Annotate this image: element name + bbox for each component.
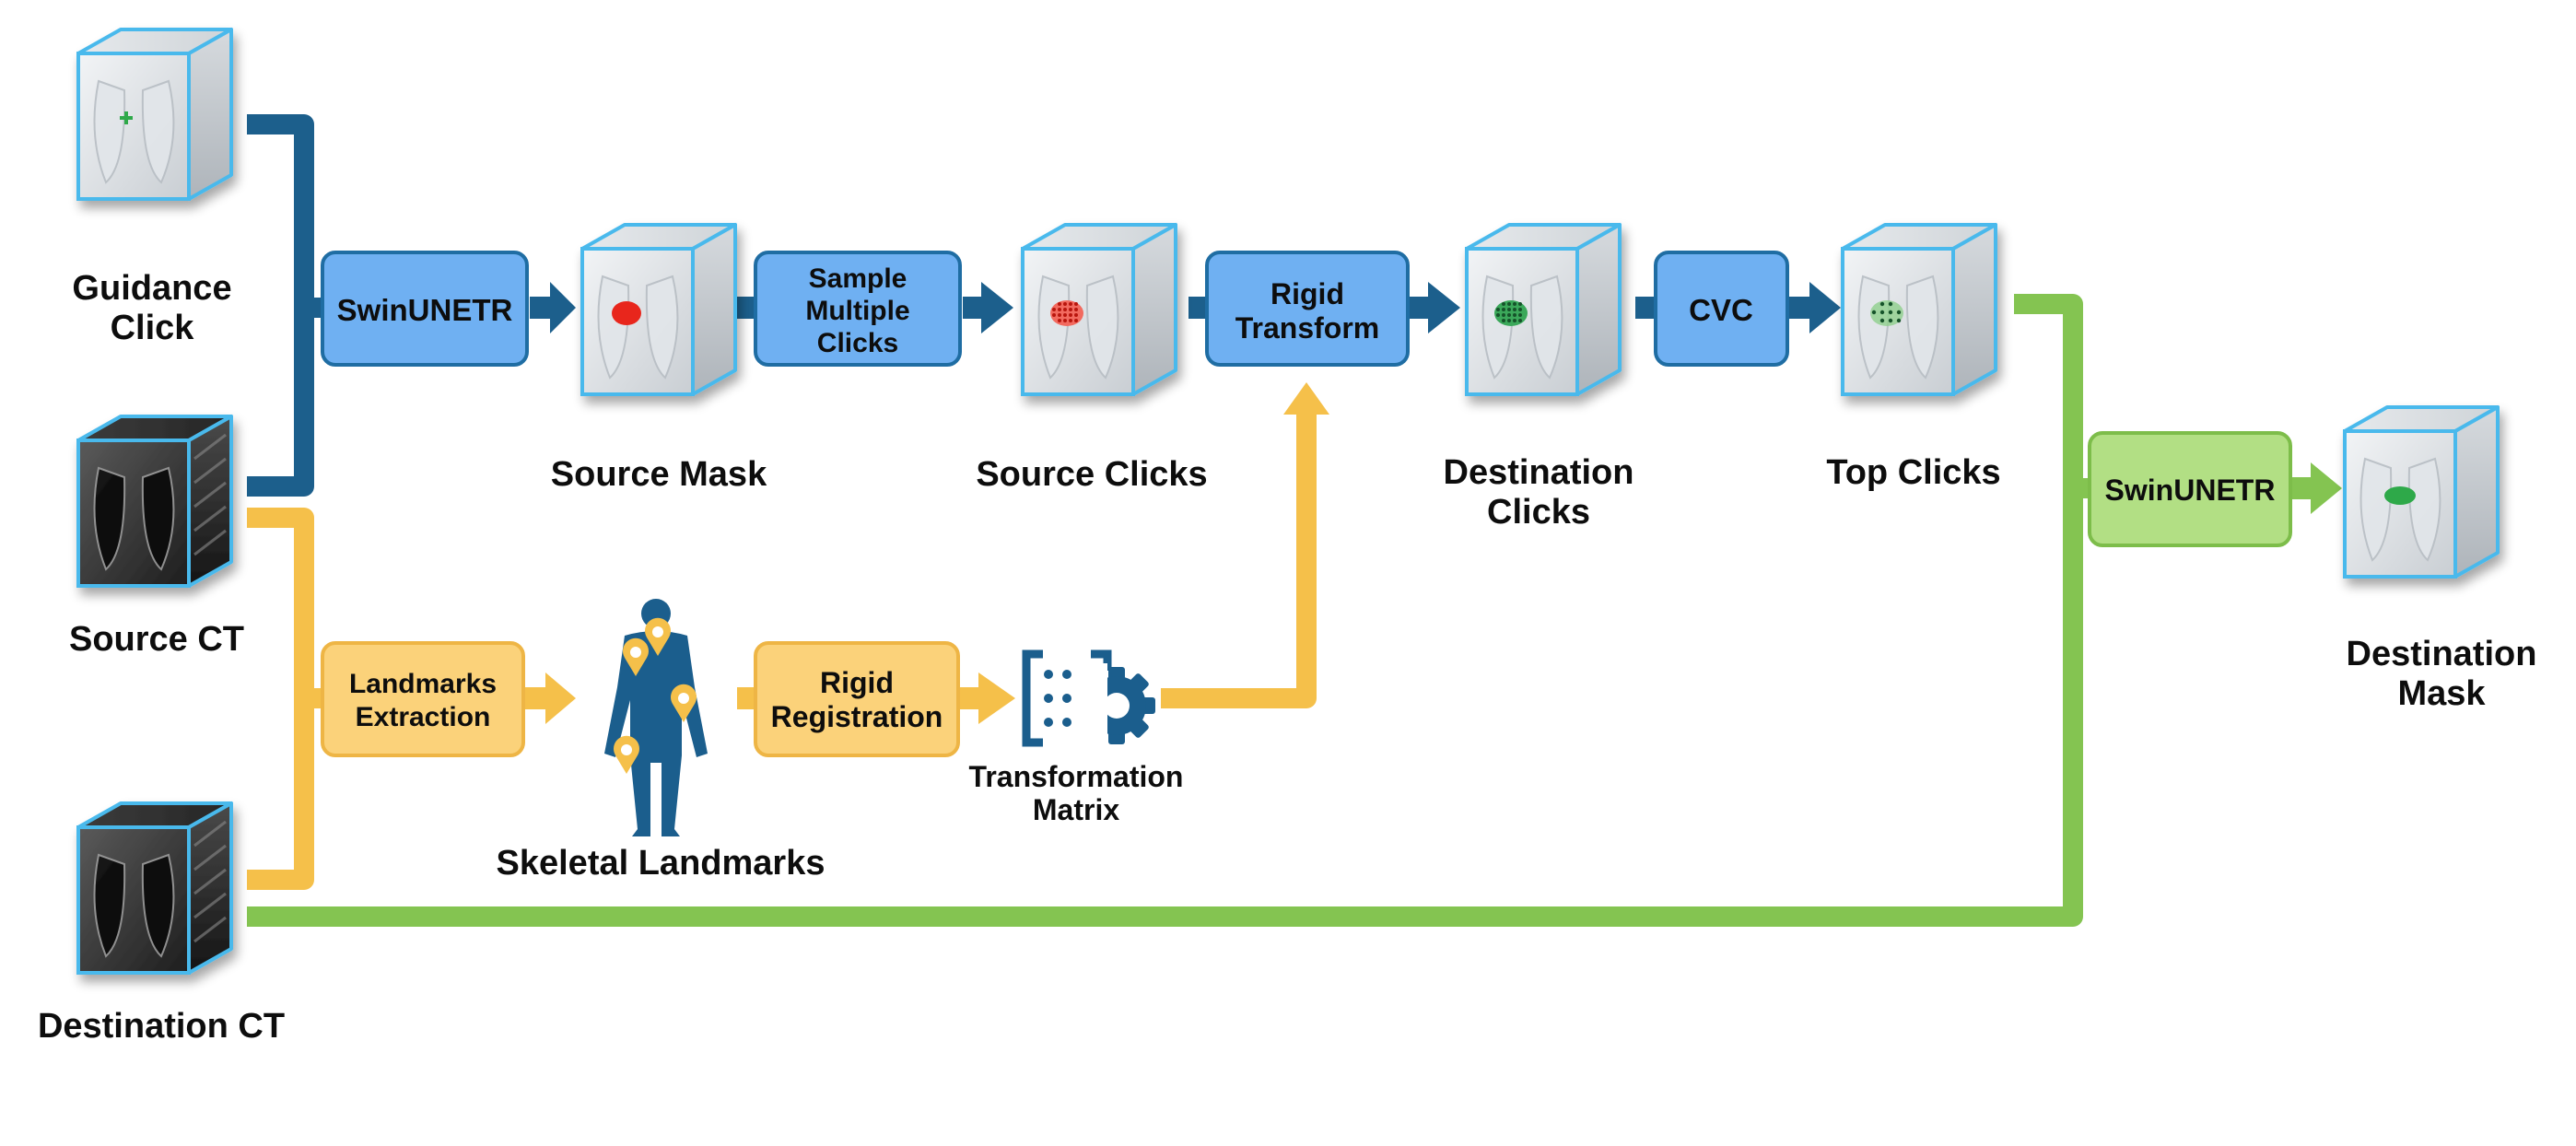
arrow-registration-to-matrix (960, 672, 1015, 724)
volume-cube-dest-ct (76, 801, 233, 975)
process-box-swinunetr-2: SwinUNETR (2088, 431, 2292, 547)
volume-cube-guidance (76, 28, 233, 201)
transformation-matrix-line-1: Transformation (969, 760, 1184, 793)
arrows (525, 282, 2342, 724)
volume-cube-dest-clicks (1465, 223, 1622, 396)
cvc-label: CVC (1689, 293, 1753, 327)
skeletal-landmarks-label: Skeletal Landmarks (497, 844, 825, 883)
matrix-gear-icon (1022, 649, 1155, 748)
arrow-swin1-to-srcmask (530, 282, 576, 333)
orange-bracket (247, 508, 314, 890)
arrow-swin2-to-destmask (2292, 462, 2342, 514)
rigid-transform-line-2: Transform (1235, 311, 1379, 345)
orange-up-arrowhead (1283, 382, 1329, 415)
destination-mask-line-1: Destination (2347, 635, 2537, 673)
arrow-srcmask-to-sample (737, 297, 755, 319)
sample-clicks-line-1: Sample (809, 263, 907, 294)
volume-cube-dest-mask (2343, 405, 2500, 579)
destination-clicks-line-2: Clicks (1487, 493, 1590, 532)
sample-clicks-line-2: Multiple (805, 296, 909, 326)
arrow-landmarks-to-figure (525, 672, 576, 724)
source-clicks-label: Source Clicks (976, 455, 1207, 494)
connectors (247, 114, 2091, 927)
swinunetr-1-label: SwinUNETR (337, 293, 513, 327)
arrow-rigid-to-destclicks (1408, 282, 1460, 333)
volume-cube-top-clicks (1841, 223, 1997, 396)
blue-bracket (247, 114, 314, 497)
process-boxes: SwinUNETR Sample Multiple Clicks Rigid T… (321, 251, 2292, 757)
volume-cubes (76, 28, 2500, 975)
process-box-landmarks-extraction: Landmarks Extraction (321, 641, 525, 757)
transformation-matrix-line-2: Matrix (1033, 793, 1119, 826)
landmarks-line-2: Extraction (356, 702, 491, 732)
rigid-registration-line-2: Registration (771, 700, 943, 733)
labels: Guidance Click Source CT Destination CT … (38, 269, 2537, 1046)
arrow-destclicks-to-cvc (1635, 297, 1656, 319)
rigid-registration-line-1: Rigid (820, 666, 894, 699)
landmarks-line-1: Landmarks (349, 669, 497, 699)
rigid-transform-line-1: Rigid (1270, 277, 1344, 310)
sample-clicks-line-3: Clicks (817, 328, 898, 358)
source-ct-label: Source CT (69, 620, 244, 659)
landmark-pins (614, 617, 697, 774)
volume-cube-source-ct (76, 415, 233, 588)
guidance-click-line-2: Click (111, 309, 195, 347)
arrow-sample-to-srcclicks (963, 282, 1013, 333)
process-box-rigid-transform: Rigid Transform (1205, 251, 1410, 367)
orange-up-path (1161, 410, 1317, 708)
human-landmarks-icon (604, 599, 708, 836)
arrow-cvc-to-topclicks (1789, 282, 1841, 333)
process-box-swinunetr-1: SwinUNETR (321, 251, 529, 367)
destination-mask-line-2: Mask (2397, 674, 2486, 713)
volume-cube-source-clicks (1021, 223, 1177, 396)
process-box-rigid-registration: Rigid Registration (754, 641, 960, 757)
arrow-figure-to-registration (737, 687, 755, 709)
volume-cube-source-mask (580, 223, 737, 396)
swinunetr-2-label: SwinUNETR (2105, 474, 2276, 507)
arrow-srcclicks-to-rigid (1188, 297, 1207, 319)
guidance-click-line-1: Guidance (72, 269, 231, 308)
source-mask-label: Source Mask (551, 455, 767, 494)
green-long-path (247, 294, 2083, 927)
destination-ct-label: Destination CT (38, 1007, 285, 1046)
process-box-sample-clicks: Sample Multiple Clicks (754, 251, 962, 367)
top-clicks-label: Top Clicks (1826, 453, 2000, 492)
process-box-cvc: CVC (1654, 251, 1789, 367)
destination-clicks-line-1: Destination (1444, 453, 1634, 492)
